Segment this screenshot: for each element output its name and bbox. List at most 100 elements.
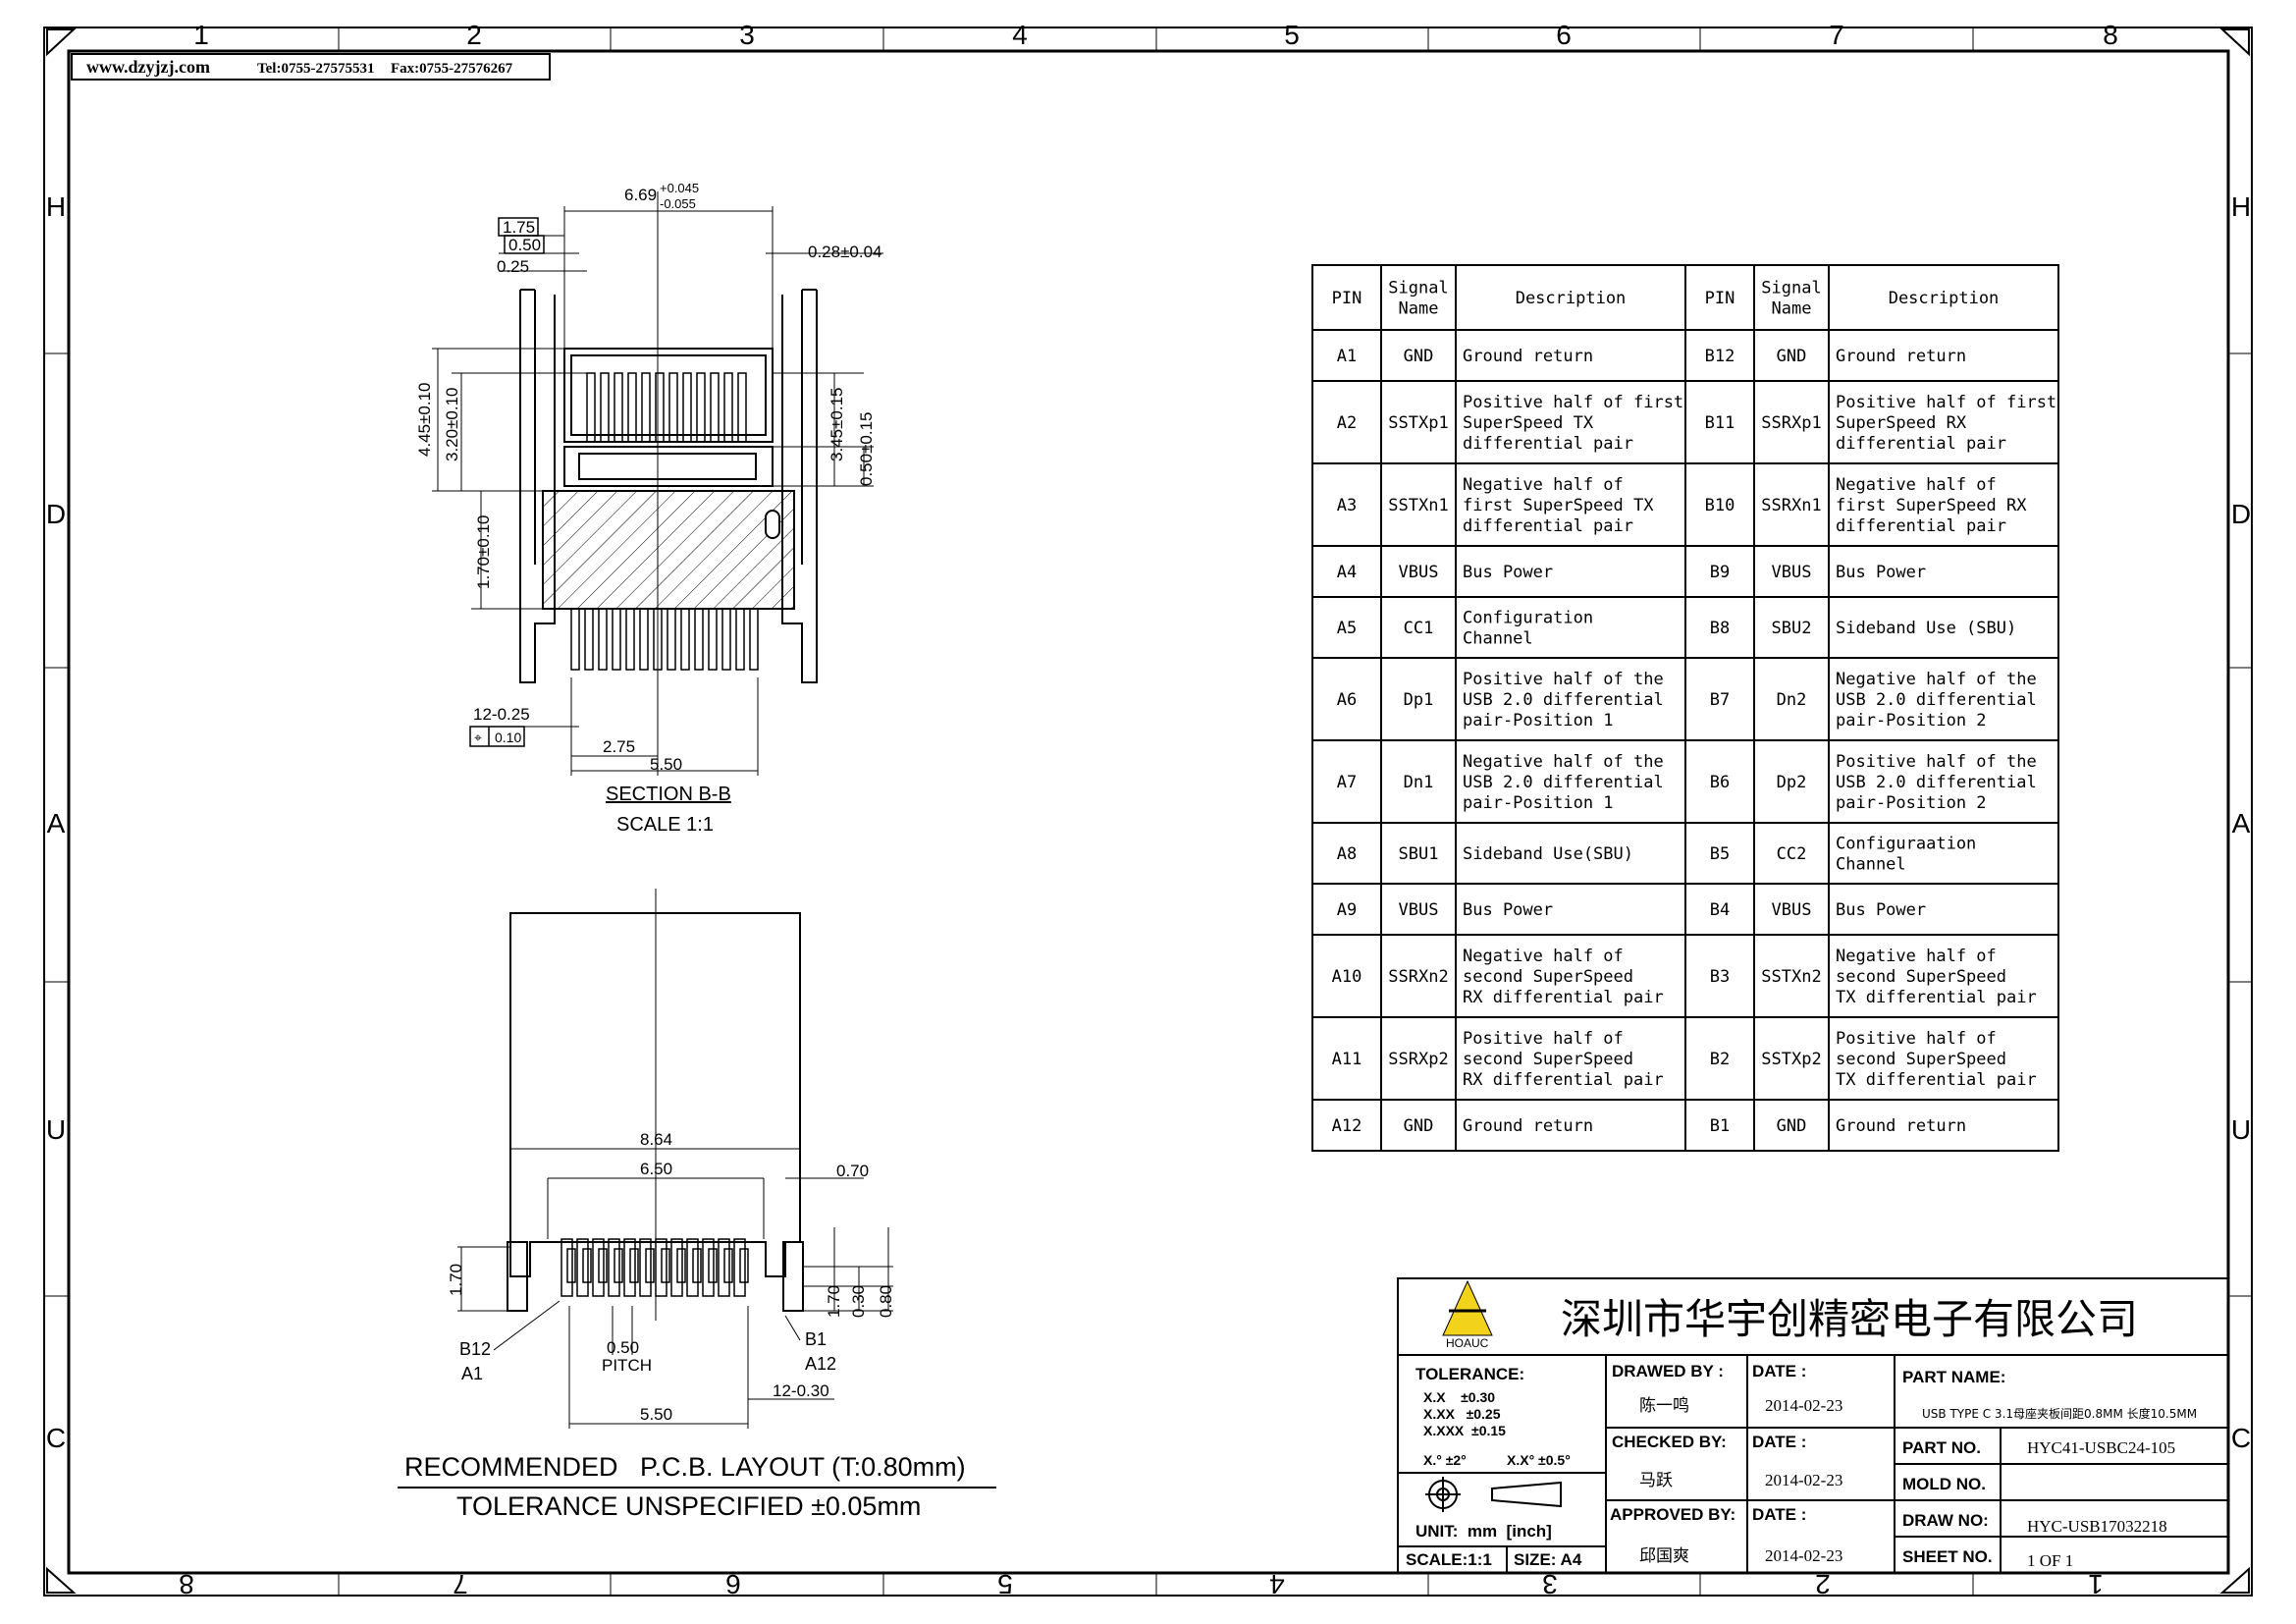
zone-bottom-2: 2 bbox=[1815, 1569, 1831, 1599]
table-cell-description: Ground return bbox=[1836, 347, 1966, 366]
table-cell-pin: B11 bbox=[1705, 413, 1735, 433]
zone-top-2: 2 bbox=[466, 20, 482, 50]
zone-right-h: H bbox=[2231, 191, 2251, 222]
zone-bottom-7: 7 bbox=[453, 1569, 468, 1599]
label-b1: B1 bbox=[805, 1329, 827, 1349]
zone-bottom-3: 3 bbox=[1542, 1569, 1558, 1599]
dim-0-70: 0.70 bbox=[836, 1162, 869, 1180]
table-cell-description: Bus Power bbox=[1463, 563, 1553, 582]
table-cell-pin: A11 bbox=[1332, 1050, 1362, 1069]
zone-left-u: U bbox=[46, 1114, 66, 1145]
dim-0-25: 0.25 bbox=[497, 257, 529, 276]
section-title: SECTION B-B bbox=[606, 784, 731, 805]
zone-top-5: 5 bbox=[1284, 20, 1300, 50]
table-cell-description: Sideband Use(SBU) bbox=[1463, 844, 1633, 864]
table-cell-pin: B5 bbox=[1710, 844, 1730, 864]
zone-top-1: 1 bbox=[193, 20, 209, 50]
table-cell-pin: B1 bbox=[1710, 1116, 1730, 1136]
table-cell-pin: A4 bbox=[1337, 563, 1357, 582]
zone-left-a: A bbox=[47, 808, 66, 839]
table-cell-signal: SBU1 bbox=[1399, 844, 1439, 864]
table-cell-signal: Dp2 bbox=[1777, 773, 1807, 792]
pcb-subtitle: TOLERANCE UNSPECIFIED ±0.05mm bbox=[456, 1491, 921, 1521]
dim-width-tol-minus: -0.055 bbox=[660, 196, 696, 211]
table-cell-signal: Dp1 bbox=[1404, 690, 1434, 710]
dim-3-45: 3.45±0.15 bbox=[828, 387, 846, 461]
label-a12: A12 bbox=[805, 1354, 836, 1374]
zone-labels: 1 2 3 4 5 6 7 8 1 2 3 4 5 6 7 8 H D A U … bbox=[46, 20, 2251, 1599]
table-cell-description: Sideband Use (SBU) bbox=[1836, 619, 2016, 638]
table-cell-signal: GND bbox=[1404, 1116, 1434, 1136]
table-cell-signal: GND bbox=[1404, 347, 1434, 366]
zone-top-4: 4 bbox=[1012, 20, 1028, 50]
table-cell-signal: SSTXn1 bbox=[1388, 496, 1448, 515]
zone-left-d: D bbox=[46, 499, 66, 529]
dim-1-70: 1.70±0.10 bbox=[474, 514, 493, 589]
zone-top-7: 7 bbox=[1829, 20, 1844, 50]
zone-bottom-5: 5 bbox=[997, 1569, 1013, 1599]
section-view bbox=[432, 191, 883, 776]
table-cell-pin: B8 bbox=[1710, 619, 1730, 638]
zone-left-h: H bbox=[46, 191, 66, 222]
table-cell-signal: Dn1 bbox=[1404, 773, 1434, 792]
zone-bottom-4: 4 bbox=[1269, 1569, 1285, 1599]
table-cell-pin: B2 bbox=[1710, 1050, 1730, 1069]
dim-4-45: 4.45±0.10 bbox=[415, 382, 434, 457]
table-cell-pin: A6 bbox=[1337, 690, 1357, 710]
table-cell-signal: SSTXn2 bbox=[1761, 967, 1821, 987]
table-cell-signal: VBUS bbox=[1399, 563, 1439, 582]
dim-8-64: 8.64 bbox=[640, 1130, 672, 1149]
pcb-title: RECOMMENDED P.C.B. LAYOUT (T:0.80mm) bbox=[404, 1452, 966, 1482]
table-cell-signal: SSRXp1 bbox=[1761, 413, 1821, 433]
table-cell-signal: GND bbox=[1777, 1116, 1807, 1136]
table-cell-signal: SSRXn1 bbox=[1761, 496, 1821, 515]
dim-pitch: PITCH bbox=[602, 1356, 652, 1375]
dim-pitch-val: 0.50 bbox=[607, 1338, 639, 1357]
table-cell-signal: CC2 bbox=[1777, 844, 1807, 864]
zone-right-a: A bbox=[2232, 808, 2251, 839]
table-cell-description: Ground return bbox=[1463, 1116, 1593, 1136]
table-header-cell: PIN bbox=[1332, 289, 1362, 308]
table-header-cell: PIN bbox=[1705, 289, 1735, 308]
table-cell-pin: B12 bbox=[1705, 347, 1735, 366]
zone-bottom-8: 8 bbox=[179, 1569, 194, 1599]
dim-pcb-1-70: 1.70 bbox=[447, 1264, 465, 1296]
zone-left-c: C bbox=[46, 1423, 66, 1453]
dim-3-20: 3.20±0.10 bbox=[443, 387, 461, 461]
zone-bottom-6: 6 bbox=[725, 1569, 741, 1599]
label-b12: B12 bbox=[459, 1339, 491, 1359]
header-contact: www.dzyjzj.com Tel:0755-27575531 Fax:075… bbox=[71, 53, 551, 81]
table-cell-pin: A1 bbox=[1337, 347, 1357, 366]
table-cell-signal: VBUS bbox=[1772, 900, 1812, 920]
dim-pos-tol: 0.10 bbox=[495, 730, 521, 745]
dim-12-030: 12-0.30 bbox=[773, 1381, 829, 1400]
website-text: www.dzyjzj.com bbox=[86, 57, 210, 77]
zone-top-3: 3 bbox=[739, 20, 755, 50]
dim-1-75: 1.75 bbox=[503, 218, 535, 237]
fax-text: Fax:0755-27576267 bbox=[391, 61, 513, 77]
table-cell-pin: A5 bbox=[1337, 619, 1357, 638]
dim-6-50: 6.50 bbox=[640, 1160, 672, 1178]
dim-pcb-1-70b: 1.70 bbox=[825, 1285, 843, 1318]
zone-top-6: 6 bbox=[1556, 20, 1572, 50]
table-cell-pin: A2 bbox=[1337, 413, 1357, 433]
table-header-cell: Description bbox=[1516, 289, 1627, 308]
table-cell-signal: SSTXp1 bbox=[1388, 413, 1448, 433]
dim-pins: 12-0.25 bbox=[473, 705, 530, 724]
dim-5-50: 5.50 bbox=[650, 755, 682, 774]
table-cell-description: Bus Power bbox=[1836, 563, 1926, 582]
table-cell-signal: GND bbox=[1777, 347, 1807, 366]
